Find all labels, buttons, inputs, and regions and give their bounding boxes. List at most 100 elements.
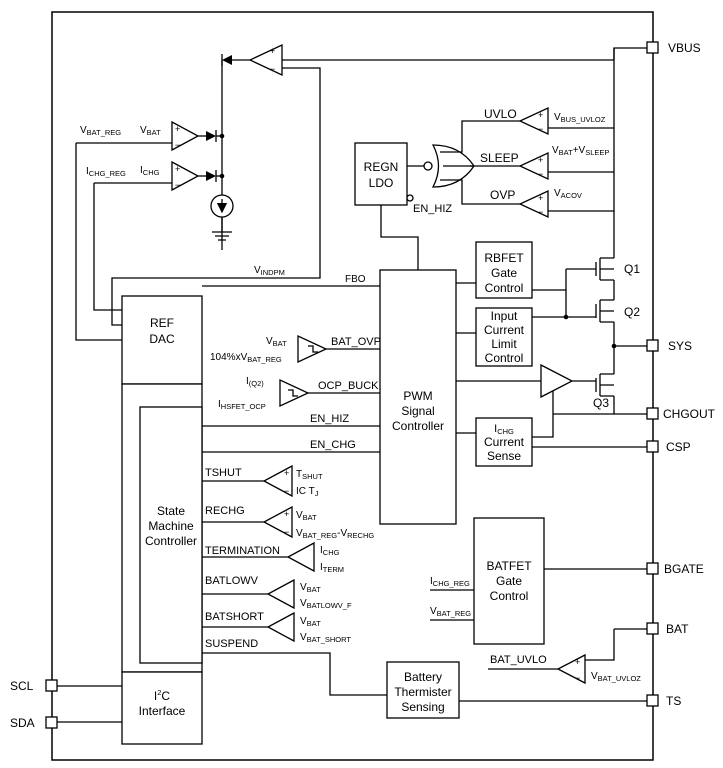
pin-scl: SCL [10,679,58,693]
svg-text:VBAT: VBAT [296,510,317,522]
svg-text:VBAT: VBAT [266,336,287,348]
svg-text:VBUS: VBUS [668,41,701,55]
svg-text:VBAT_REG: VBAT_REG [80,125,121,137]
ovp-comp: +− OVP VACOV [490,188,582,219]
svg-text:TSHUT: TSHUT [296,469,323,481]
svg-text:PWM: PWM [403,389,432,403]
batfet-block: BATFET Gate Control [473,517,545,645]
svg-text:SYS: SYS [668,339,692,353]
svg-text:ICHG_REG: ICHG_REG [86,166,126,178]
svg-text:VBAT+VSLEEP: VBAT+VSLEEP [552,145,609,157]
svg-text:+: + [538,193,543,203]
ref-dac-block: REF DAC [121,295,203,385]
svg-text:VBAT_UVLOZ: VBAT_UVLOZ [591,671,641,683]
svg-text:Interface: Interface [139,704,186,718]
svg-text:Gate: Gate [491,266,517,280]
svg-text:BATFET: BATFET [486,559,532,573]
svg-text:VBAT_SHORT: VBAT_SHORT [300,632,351,644]
svg-text:State: State [157,504,185,518]
svg-text:Control: Control [485,281,524,295]
svg-text:−: − [575,673,580,683]
batshort-comp: BATSHORT VBAT VBAT_SHORT [205,611,351,644]
svg-text:ICHG: ICHG [494,423,514,436]
svg-text:ICHG: ICHG [320,545,340,557]
batlowv-comp: BATLOWV VBAT VBATLOWV_F [205,575,352,610]
svg-text:VBAT_REG-VRECHG: VBAT_REG-VRECHG [296,528,374,540]
svg-text:+: + [284,509,289,519]
svg-text:+: + [575,657,580,667]
svg-text:RBFET: RBFET [484,251,524,265]
transistor-q2: Q2 [532,299,640,323]
svg-text:Q3: Q3 [593,396,609,410]
svg-text:Machine: Machine [148,519,194,533]
pin-sda: SDA [10,716,58,730]
thermistor-block: Battery Thermister Sensing [386,661,460,719]
svg-text:I2C: I2C [154,688,171,703]
svg-text:BAT_OVP: BAT_OVP [331,336,381,348]
svg-text:REF: REF [150,316,174,330]
i2c-block: I2C Interface [121,671,203,745]
svg-text:−: − [175,180,180,190]
svg-text:SDA: SDA [10,716,35,730]
pin-sys: SYS [646,339,692,353]
svg-text:+: + [175,164,180,174]
svg-text:TERMINATION: TERMINATION [205,545,280,557]
svg-text:+: + [284,468,289,478]
ic-boundary [51,11,654,761]
state-machine-block: State Machine Controller [139,406,203,664]
ocp-buck-comp: I(Q2) IHSFET_OCP OCP_BUCK [218,376,379,411]
sleep-comp: +− SLEEP VBAT+VSLEEP [480,145,609,181]
svg-text:Battery: Battery [404,670,442,684]
svg-text:Q1: Q1 [624,262,640,276]
svg-text:CSP: CSP [666,440,691,454]
bat-ovp-comp: VBAT 104%xVBAT_REG BAT_OVP [210,334,381,364]
svg-text:IC TJ: IC TJ [296,486,319,498]
svg-text:VBAT: VBAT [300,616,321,628]
svg-text:Gate: Gate [496,574,522,588]
termination-comp: TERMINATION ICHG ITERM [205,541,344,574]
rechg-comp: +− RECHG VBAT VBAT_REG-VRECHG [205,505,374,540]
pin-bat: BAT [646,622,689,636]
input-current-limit-block: Input Current Limit Control [475,307,533,367]
svg-text:CHGOUT: CHGOUT [663,407,716,421]
transistor-q1: Q1 [566,257,640,281]
svg-text:+: + [270,46,275,56]
pin-vbus: VBUS [646,41,701,55]
svg-text:BAT: BAT [666,622,689,636]
regn-ldo-block: REGN LDO [354,142,408,206]
svg-text:SUSPEND: SUSPEND [205,638,258,650]
diode-top [221,54,232,66]
ichg-current-sense-block: ICHG Current Sense [475,417,533,467]
svg-text:EN_HIZ: EN_HIZ [413,203,452,215]
svg-text:−: − [175,140,180,150]
svg-text:Controller: Controller [392,419,444,433]
svg-text:TS: TS [666,694,681,708]
svg-text:VBAT: VBAT [140,125,161,137]
svg-text:DAC: DAC [149,332,175,346]
bat-uvlo-comp: + − VBAT_UVLOZ [556,653,641,685]
q3-driver-amp [540,363,574,399]
svg-text:SCL: SCL [10,679,34,693]
svg-text:RECHG: RECHG [205,505,245,517]
uvlo-comp: +− UVLO VBUS_UVLOZ [484,106,606,136]
ichg-reg-amp: + − [171,160,200,192]
svg-text:VACOV: VACOV [554,188,582,200]
svg-text:Q2: Q2 [624,305,640,319]
pin-ts: TS [646,694,681,708]
svg-text:−: − [538,124,543,134]
svg-text:−: − [538,169,543,179]
svg-text:ICHG_REG: ICHG_REG [430,576,470,588]
svg-text:LDO: LDO [369,176,394,190]
svg-text:SLEEP: SLEEP [480,151,519,165]
vindpm-amp: + − [248,43,283,77]
svg-text:FBO: FBO [345,274,366,285]
pin-chgout: CHGOUT [646,407,716,421]
svg-text:VBAT: VBAT [300,582,321,594]
svg-text:OCP_BUCK: OCP_BUCK [318,380,379,392]
svg-text:BATLOWV: BATLOWV [205,575,259,587]
svg-text:Limit: Limit [491,337,517,351]
svg-text:UVLO: UVLO [484,107,517,121]
svg-text:Controller: Controller [145,534,197,548]
svg-text:−: − [270,64,275,74]
